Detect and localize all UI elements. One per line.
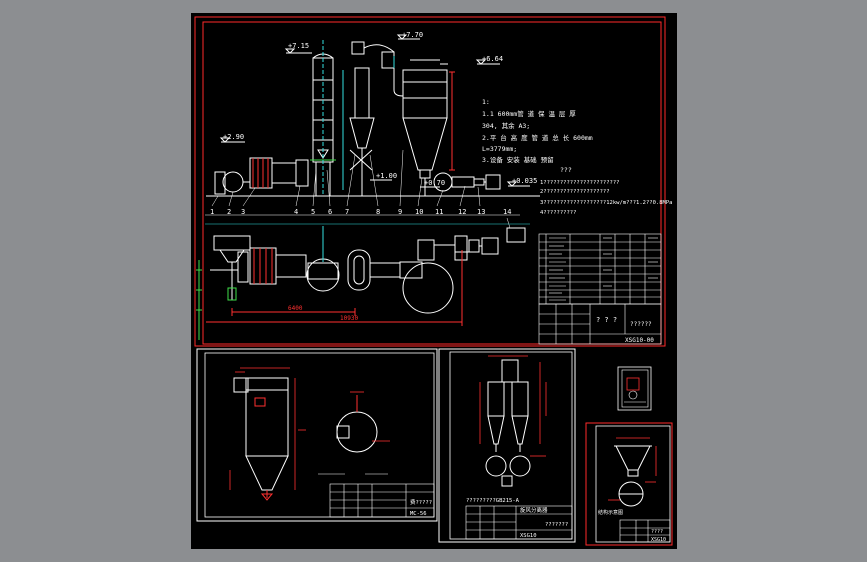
sheet-b-dimensions [479, 355, 547, 457]
part-number: 10 [415, 208, 423, 216]
sheet-c-title-block [619, 519, 671, 543]
main-sheet-inner-frame [202, 21, 662, 345]
notes-line: 304, 其余 A3; [482, 121, 530, 130]
part-number: 4 [294, 208, 298, 216]
sheet-b-title-block [465, 505, 573, 540]
sheet-a-title-block [329, 483, 435, 518]
notes-line: 1.1 600mm管 道 保 温 层 厚 [482, 109, 576, 118]
elevation-6-64: +6.64 [475, 55, 503, 65]
induced-draft-fan [433, 172, 501, 192]
part-leader-lines [211, 149, 511, 229]
thumbnail-sheet [617, 366, 652, 411]
elevation-1-00: +1.00 [370, 172, 397, 181]
sheet-b-outer-frame [438, 348, 576, 543]
elevation-label: +1.00 [376, 172, 397, 180]
part-number: 6 [328, 208, 332, 216]
notes-line: 2.平 台 高 度 管 道 总 长 600mm [482, 133, 593, 142]
sheet-b-caption: ?????????GB215-A [466, 498, 520, 504]
notes-line: L=3779mm; [482, 145, 517, 153]
plan-dimension-10930: 10930 [340, 315, 358, 322]
sheet-a-title: 费????? [410, 498, 432, 506]
main-title: ? ? ? [596, 316, 617, 324]
part-number: 9 [398, 208, 402, 216]
notes-mark: ??? [560, 166, 572, 174]
elevation-0-035: +0.035 [506, 177, 537, 187]
part-number: 8 [376, 208, 380, 216]
main-drawing-number: XSG10-00 [625, 337, 654, 344]
elevation-0-70: +0.70 [420, 179, 445, 188]
sheet-a-dimensions [229, 367, 390, 490]
part-number: 11 [435, 208, 443, 216]
notes-heading: 1: [482, 98, 490, 106]
sheet-c: 结构示意图 ???? XSG10 [585, 422, 673, 546]
part-number: 13 [477, 208, 485, 216]
elevation-7-70: +7.70 [396, 31, 423, 40]
elevation-label: +6.64 [482, 55, 503, 63]
part-number: 12 [458, 208, 466, 216]
sheet-a-drawing-number: MC-56 [410, 511, 427, 517]
twin-cyclone-detail [485, 359, 531, 487]
elevation-dimensions [322, 40, 455, 196]
sheet-b-title: 旋风分离器 [520, 506, 548, 514]
elevation-label: +0.035 [512, 177, 537, 185]
sheet-c-dimensions [608, 437, 657, 501]
part-number: 14 [503, 208, 511, 216]
elevation-label: +7.70 [402, 31, 423, 39]
collector-detail [233, 377, 378, 501]
hopper-detail [614, 445, 652, 507]
sheet-a-inner-frame [204, 352, 435, 518]
main-subtitle: ?????? [630, 321, 652, 328]
sheet-c-caption: 结构示意图 [598, 509, 623, 516]
exhaust-box [506, 227, 526, 243]
plan-dimension-6400: 6400 [288, 305, 303, 312]
elevation-2-90: +2.90 [219, 133, 245, 143]
main-title-block [538, 303, 662, 345]
plan-view [205, 223, 530, 323]
sheet-a: 费????? MC-56 [196, 348, 440, 522]
parts-list-glyphs [549, 237, 658, 301]
part-number-row: 1 2 3 4 5 6 7 8 9 10 11 12 13 14 [205, 149, 520, 229]
notes-block: 1: 1.1 600mm管 道 保 温 层 厚 304, 其余 A3; 2.平 … [482, 98, 593, 174]
part-number: 1 [210, 208, 214, 216]
sheet-c-drawing-number: XSG10 [651, 537, 666, 543]
elevation-label: +7.15 [288, 42, 309, 50]
notes-line: 3.设备 安装 基础 预留 [482, 155, 554, 164]
dust-collector [393, 59, 448, 196]
sheet-a-outer-frame [196, 348, 438, 522]
sheet-b-subtitle: ??????? [545, 522, 568, 528]
sheet-b-drawing-number: XSG10 [520, 533, 537, 539]
plan-dimension-lines [231, 250, 463, 326]
elevation-label: +2.90 [223, 133, 244, 141]
part-number: 3 [241, 208, 245, 216]
sheet-c-subtitle: ???? [651, 529, 663, 535]
tech-line: 3???????????????????12kw/m???1.2??0.8MPa [540, 200, 672, 206]
elevation-7-15: +7.15 [284, 42, 312, 54]
sheet-b: ?????????GB215-A 旋风分离器 ??????? XSG10 [438, 348, 576, 543]
main-sheet: +7.15 +7.70 +6.64 +2.90 +1.00 +0.70 +0.0… [194, 16, 672, 347]
tech-requirements: 1??????????????????????? 2??????????????… [540, 180, 672, 216]
part-number: 2 [227, 208, 231, 216]
main-sheet-outer-frame [194, 16, 666, 347]
edge-strip [196, 260, 202, 340]
tech-line: 1??????????????????????? [540, 180, 619, 186]
sheet-c-outer-frame [585, 422, 673, 546]
tech-line: 4?????????? [540, 210, 576, 216]
tech-line: 2???????????????????? [540, 189, 610, 195]
parts-list-table [538, 233, 662, 305]
part-number: 7 [345, 208, 349, 216]
part-number: 5 [311, 208, 315, 216]
cyclone-separator [349, 41, 395, 196]
